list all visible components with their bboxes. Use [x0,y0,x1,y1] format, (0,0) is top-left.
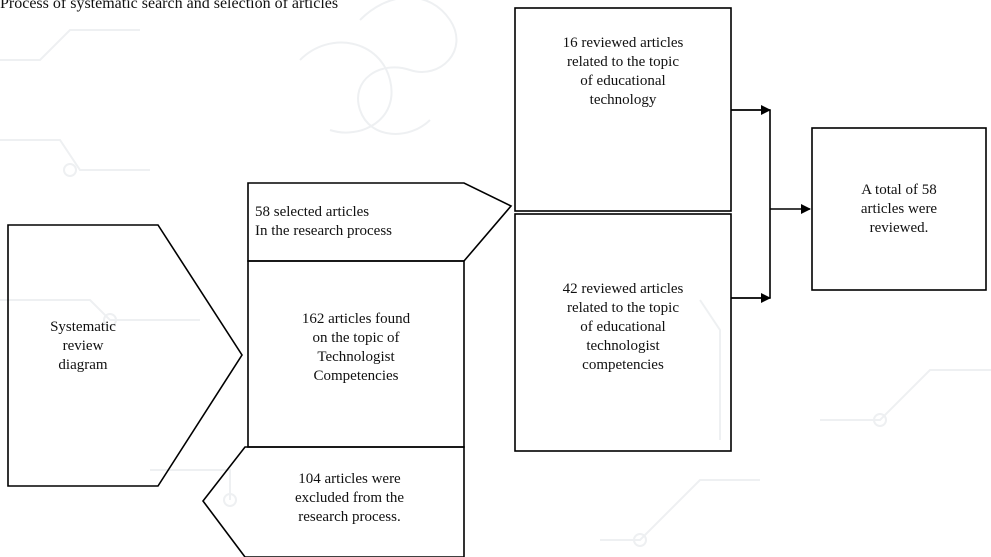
systematic-review-label: Systematic review diagram [50,319,116,373]
selected-articles-shape [247,182,513,262]
watermark-emblem [357,0,458,135]
selected-articles-label: 58 selected articles In the research pro… [255,204,393,239]
technologist-competencies-shape [514,213,732,452]
total-reviewed-shape [811,127,987,291]
systematic-review-shape [7,224,243,487]
connector-bracket [731,109,771,299]
watermark-circuit-line [699,299,721,440]
watermark-circle [63,163,77,177]
educational-technology-label: 16 reviewed articles related to the topi… [562,35,684,108]
watermark-circuit-line [150,469,231,500]
watermark-emblem [299,41,393,134]
diagram-title: Process of systematic search and selecti… [0,0,339,12]
excluded-articles-label: 104 articles were excluded from the rese… [294,471,405,525]
technologist-competencies-label: 42 reviewed articles related to the topi… [562,281,684,373]
found-articles-label: 162 articles found on the topic of Techn… [301,311,411,384]
total-reviewed-label: A total of 58 articles were reviewed. [860,182,938,236]
watermark-circuit-line [0,29,140,61]
watermark-circuit-line [0,299,200,321]
watermark-circuit-line [600,479,760,541]
watermark-circuit-line [820,369,991,421]
excluded-articles-shape [201,446,465,557]
watermark-circuit-line [0,139,150,171]
